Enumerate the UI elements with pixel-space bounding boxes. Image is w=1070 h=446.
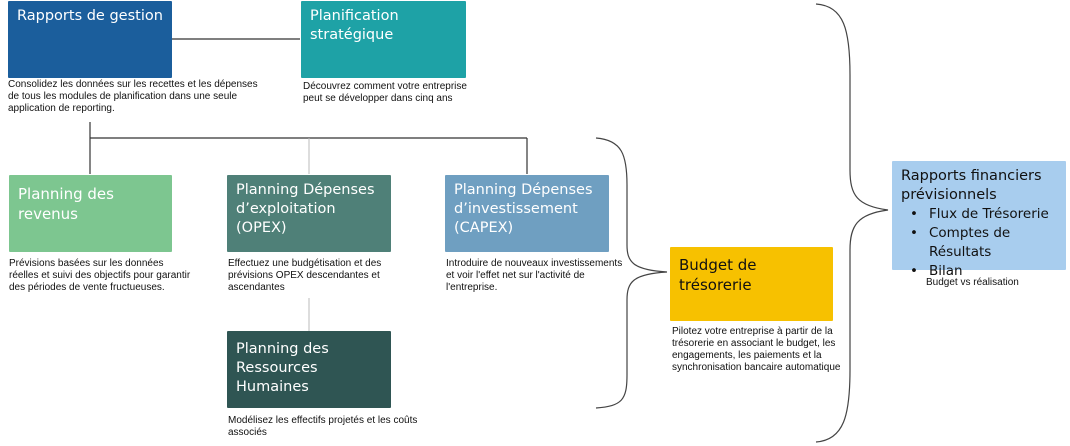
node-rapports-financiers-list: Flux de Trésorerie Comptes de Résultats … <box>901 205 1057 281</box>
node-planning-opex-description: Effectuez une budgétisation et des prévi… <box>228 258 413 294</box>
node-planification-strategique: Planification stratégique <box>301 1 466 78</box>
list-item: Flux de Trésorerie <box>901 205 1057 224</box>
node-planning-revenus: Planning des revenus <box>9 175 172 252</box>
node-rapports-financiers-title: Rapports financiers prévisionnels <box>901 168 1042 203</box>
node-budget-tresorerie-title: Budget de trésorerie <box>679 256 757 294</box>
node-rapports-financiers: Rapports financiers prévisionnels Flux d… <box>892 161 1066 281</box>
node-planning-rh-description: Modélisez les effectifs projetés et les … <box>228 415 418 439</box>
node-planning-rh: Planning des Ressources Humaines <box>227 331 391 408</box>
node-budget-tresorerie: Budget de trésorerie <box>670 247 833 321</box>
node-planning-capex-title: Planning Dépenses d’investissement (CAPE… <box>454 182 593 236</box>
node-planification-strategique-title: Planification stratégique <box>310 8 399 43</box>
node-planning-revenus-title: Planning des revenus <box>18 185 114 223</box>
node-planning-capex: Planning Dépenses d’investissement (CAPE… <box>445 175 609 252</box>
list-item: Comptes de Résultats <box>901 224 1057 262</box>
list-item: Bilan <box>901 262 1057 281</box>
node-planification-strategique-description: Découvrez comment votre entreprise peut … <box>303 81 473 105</box>
node-planning-capex-description: Introduire de nouveaux investissements e… <box>446 258 626 294</box>
node-planning-revenus-description: Prévisions basées sur les données réelle… <box>9 258 194 294</box>
node-rapports-gestion: Rapports de gestion <box>8 1 172 78</box>
node-rapports-financiers-footer: Budget vs réalisation <box>926 277 1056 289</box>
node-planning-opex-title: Planning Dépenses d’exploitation (OPEX) <box>236 182 375 236</box>
node-rapports-gestion-title: Rapports de gestion <box>17 8 163 24</box>
brace-small <box>595 137 668 409</box>
node-planning-opex: Planning Dépenses d’exploitation (OPEX) <box>227 175 391 252</box>
node-budget-tresorerie-description: Pilotez votre entreprise à partir de la … <box>672 326 842 374</box>
node-rapports-gestion-description: Consolidez les données sur les recettes … <box>8 79 270 115</box>
node-planning-rh-title: Planning des Ressources Humaines <box>236 341 329 395</box>
brace-large <box>815 3 889 443</box>
